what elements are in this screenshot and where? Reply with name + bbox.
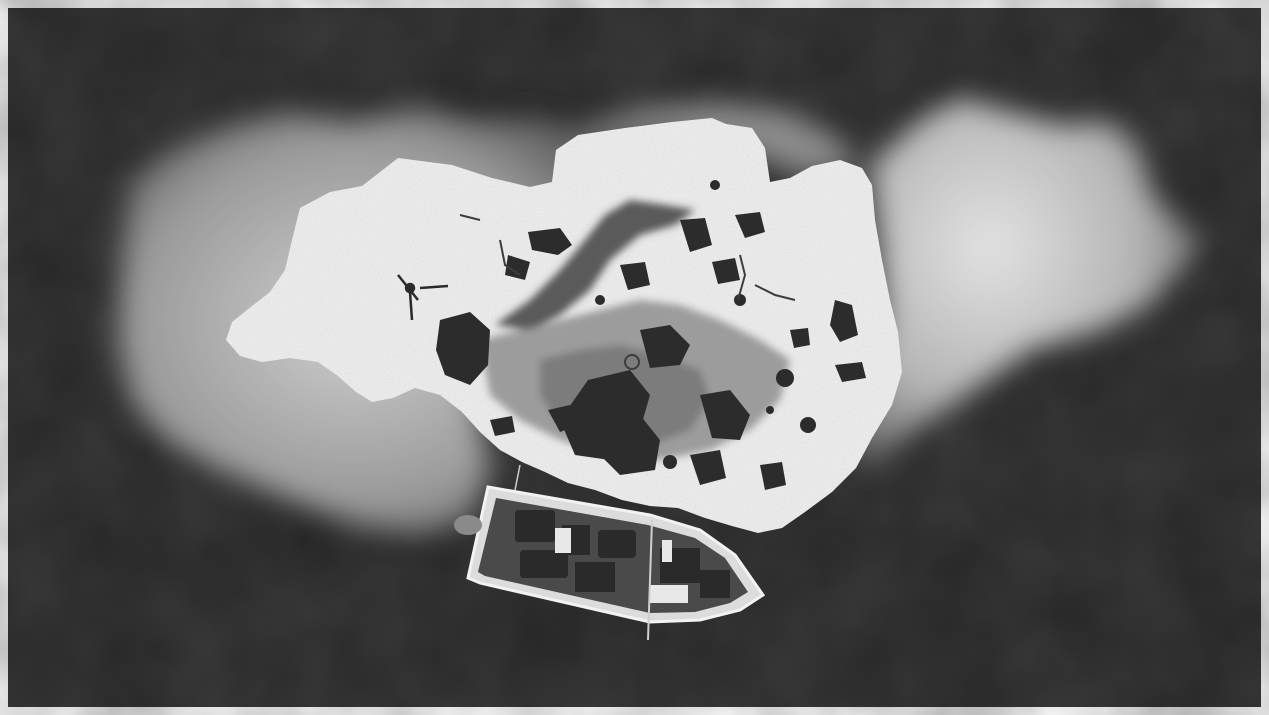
shallows-right (850, 98, 1200, 470)
drone-shadow (397, 274, 449, 321)
boat (454, 464, 766, 641)
boat-light-cargo (555, 528, 688, 603)
debris-scatter (436, 180, 866, 490)
boat-mast (647, 519, 653, 641)
boat-dinghy (454, 515, 482, 535)
debris-light-items (459, 214, 796, 370)
boat-cargo (515, 510, 730, 598)
boat-line (514, 464, 521, 491)
